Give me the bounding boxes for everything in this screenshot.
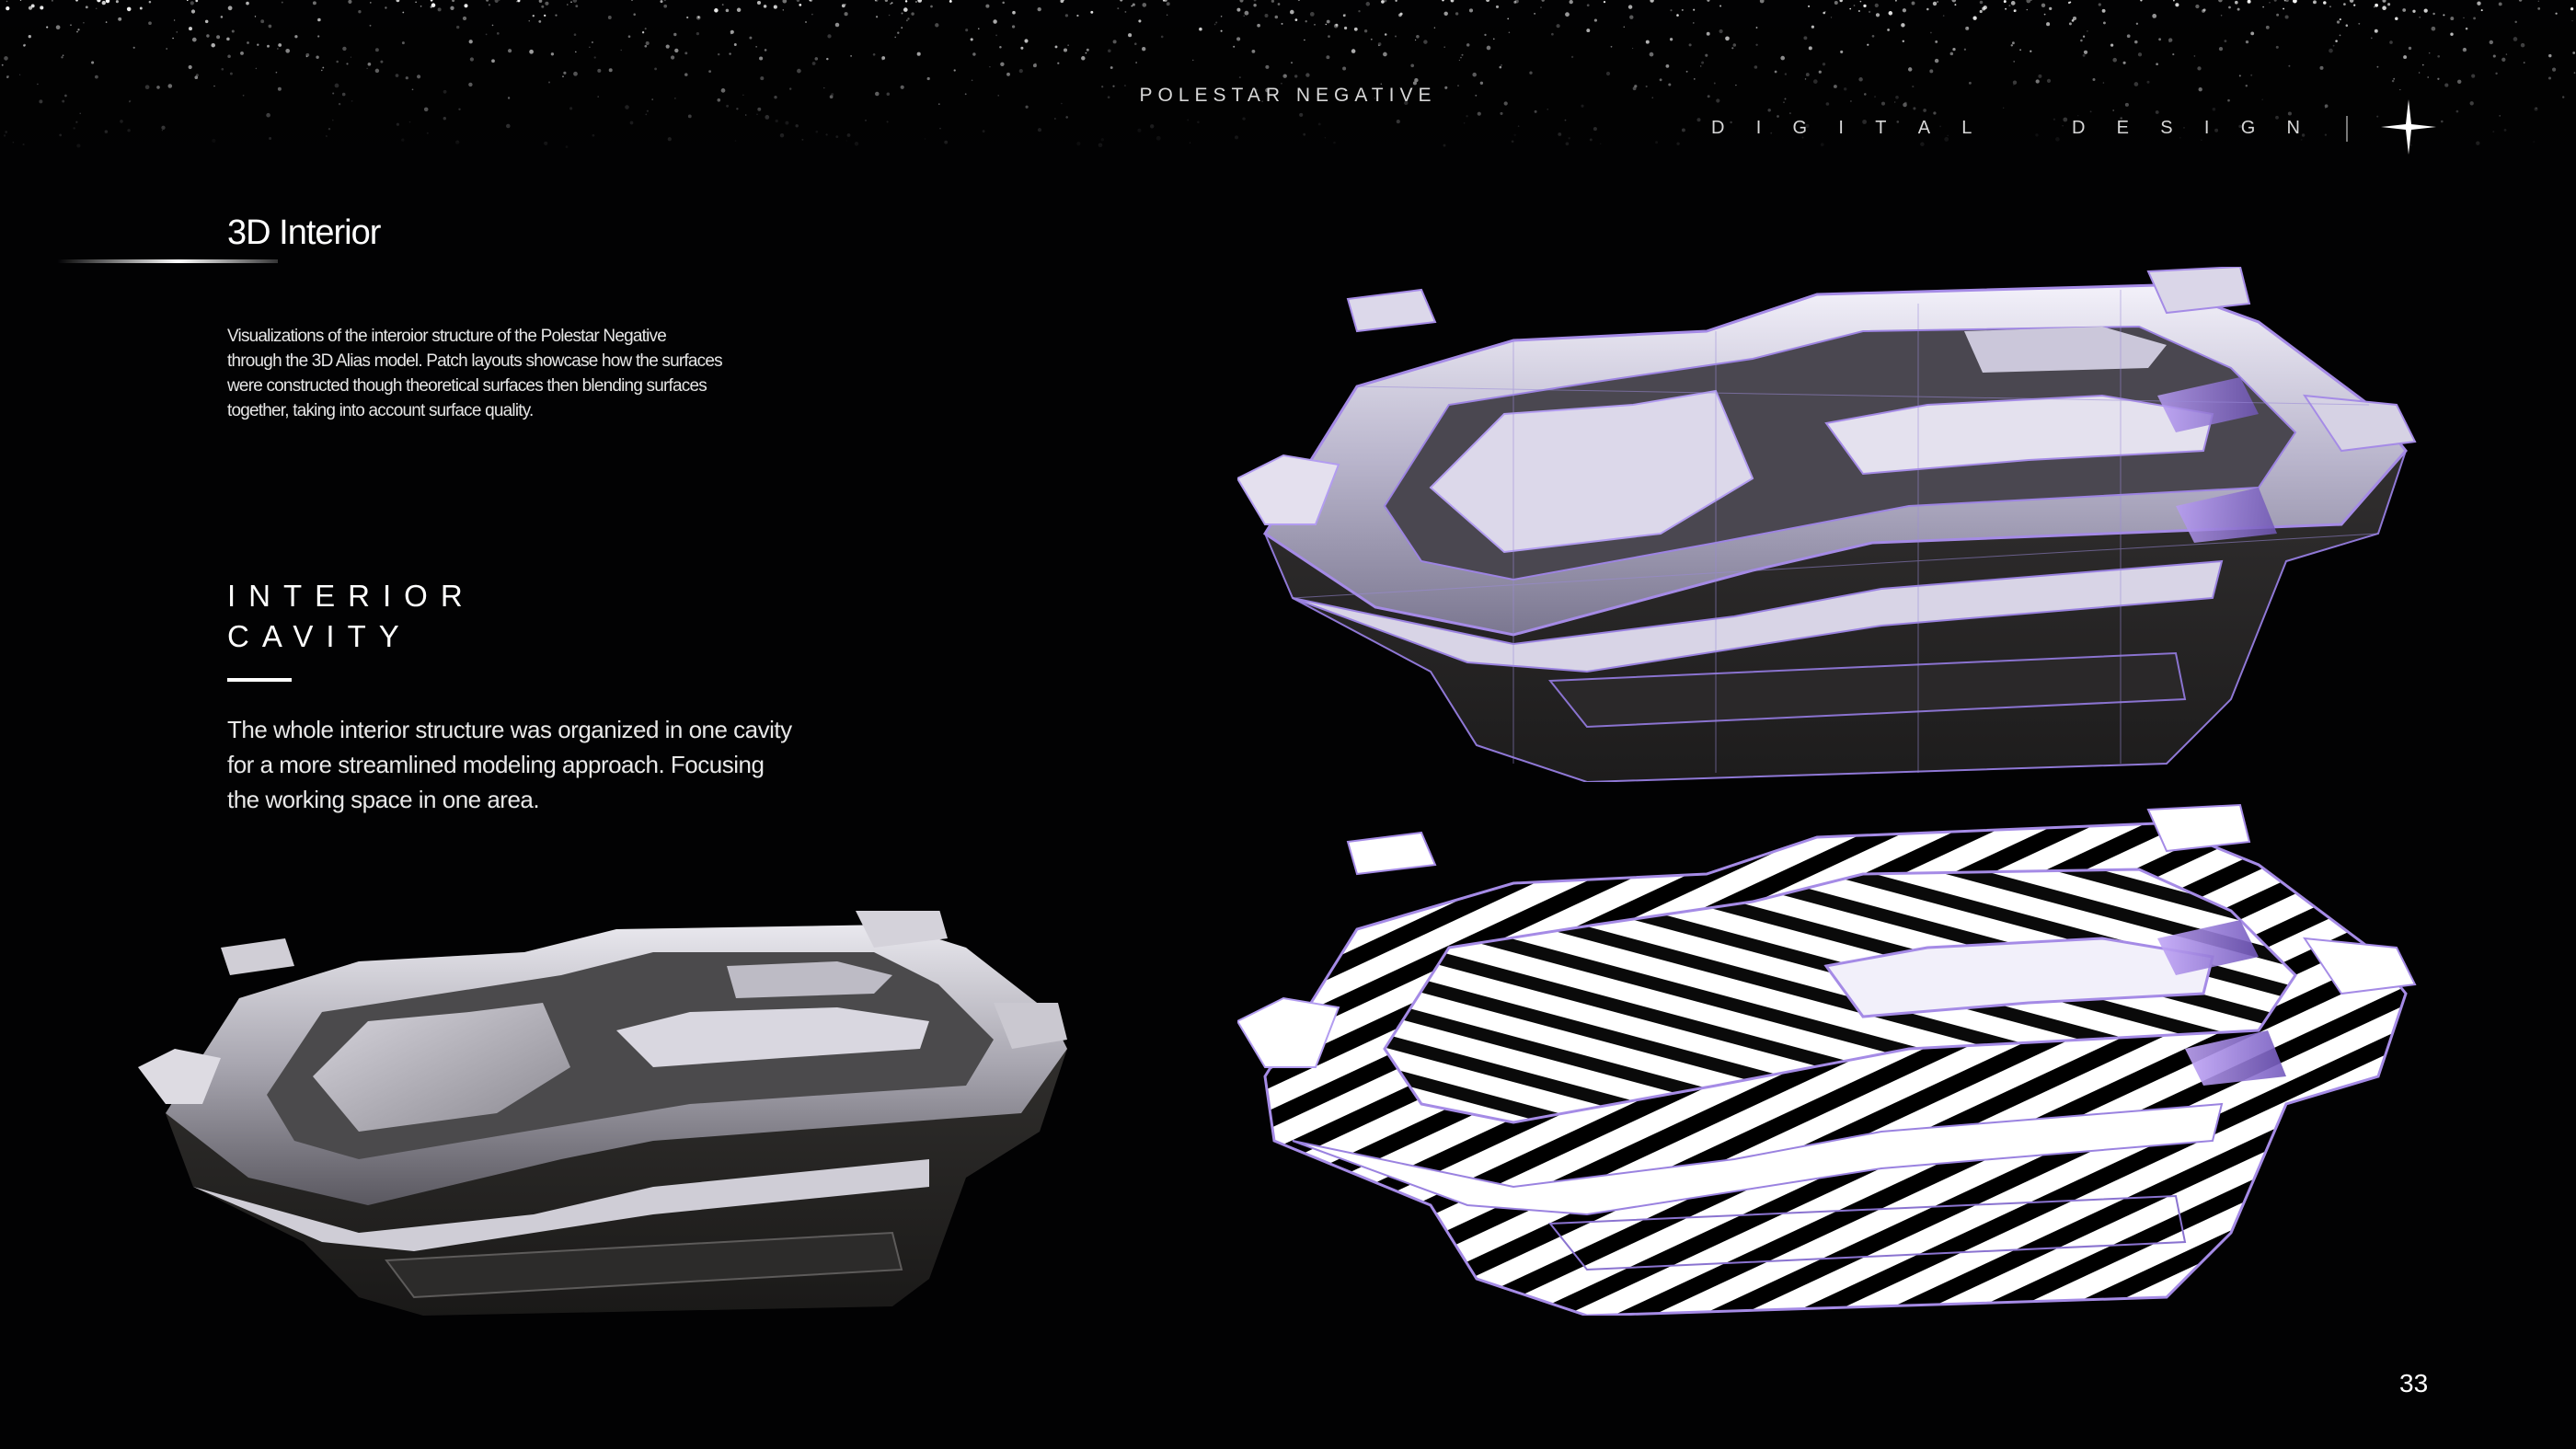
letter: G [1792, 118, 1808, 138]
letter: A [1917, 118, 1931, 138]
heading-line-1: INTERIOR [227, 579, 476, 613]
intro-paragraph: Visualizations of the interoior structur… [227, 327, 723, 420]
letter: D [1711, 118, 1725, 138]
polestar-star-icon [2381, 99, 2436, 155]
letter: D [2071, 118, 2086, 138]
heading-line-2: CAVITY [227, 619, 412, 653]
header-divider [2346, 116, 2348, 142]
letter: N [2286, 118, 2300, 138]
letter: E [2116, 118, 2130, 138]
heading-rule [227, 678, 292, 682]
title-accent-line [57, 259, 278, 263]
letter: T [1875, 118, 1887, 138]
letter: S [2160, 118, 2173, 138]
letter: G [2240, 118, 2256, 138]
letter: I [1755, 118, 1762, 138]
letter: L [1961, 118, 1972, 138]
chrome-render-image [138, 911, 1086, 1325]
letter: I [2203, 118, 2210, 138]
body-paragraph: The whole interior structure was organiz… [227, 716, 792, 813]
section-label: D I G I T A L D E S I G N [1711, 118, 2300, 139]
letter: I [1838, 118, 1844, 138]
brand-title: POLESTAR NEGATIVE [1139, 85, 1437, 106]
page-title: 3D Interior [227, 213, 381, 252]
page-number: 33 [2399, 1369, 2429, 1397]
starfield-background [0, 0, 2576, 161]
patch-layout-render-image [1237, 267, 2424, 782]
zebra-analysis-render-image [1237, 800, 2424, 1316]
word-gap [2004, 118, 2041, 139]
section-heading: INTERIOR CAVITY [227, 576, 476, 657]
